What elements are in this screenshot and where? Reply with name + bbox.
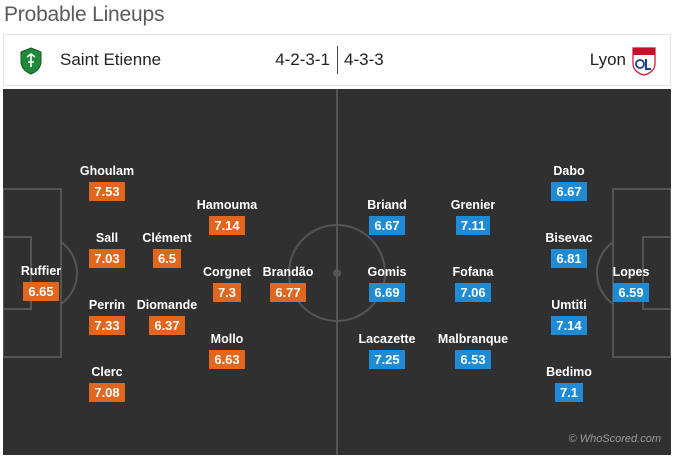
player-rating: 7.53 [89,182,125,201]
player-name: Fofana [452,265,494,279]
home-player[interactable]: Clément 6.5 [117,231,217,268]
formation-divider [337,46,338,74]
away-formation: 4-3-3 [344,50,384,69]
player-name: Corgnet [203,265,251,279]
away-player[interactable]: Bisevac 6.81 [519,231,619,268]
player-name: Bedimo [546,365,592,379]
home-player[interactable]: Diomande 6.37 [117,298,217,335]
player-rating: 6.81 [551,249,587,268]
home-player[interactable]: Ghoulam 7.53 [57,164,157,201]
player-rating: 6.53 [455,350,491,369]
player-name: Lacazette [358,332,416,346]
player-rating: 6.69 [369,283,405,302]
home-player[interactable]: Hamouma 7.14 [177,198,277,235]
pitch-lines [3,89,671,455]
home-player[interactable]: Sall 7.03 [57,231,157,268]
player-name: Lopes [612,265,650,279]
player-rating: 7.33 [89,316,125,335]
saint-etienne-crest-icon [20,47,42,75]
player-name: Clément [142,231,192,245]
player-rating: 7.3 [212,283,242,302]
player-rating: 6.67 [551,182,587,201]
home-player[interactable]: Mollo 6.63 [177,332,277,369]
player-name: Grenier [450,198,496,212]
away-player[interactable]: Gomis 6.69 [337,265,437,302]
player-name: Hamouma [196,198,258,212]
player-rating: 7.14 [209,216,245,235]
player-rating: 7.08 [89,383,125,402]
player-rating: 6.65 [23,282,59,301]
player-rating: 7.25 [369,350,405,369]
player-rating: 6.37 [149,316,185,335]
player-rating: 7.14 [551,316,587,335]
player-rating: 6.59 [613,283,649,302]
away-player[interactable]: Lacazette 7.25 [337,332,437,369]
home-formation: 4-2-3-1 [275,50,330,69]
player-rating: 7.06 [455,283,491,302]
away-player[interactable]: Umtiti 7.14 [519,298,619,335]
player-name: Sall [95,231,119,245]
player-rating: 6.63 [209,350,245,369]
away-player[interactable]: Briand 6.67 [337,198,437,235]
player-name: Perrin [88,298,126,312]
player-name: Brandão [262,265,314,279]
away-player[interactable]: Grenier 7.11 [423,198,523,235]
player-rating: 7.1 [554,383,584,402]
home-player[interactable]: Ruffier 6.65 [3,264,91,301]
lyon-crest-icon [632,47,656,76]
home-player[interactable]: Corgnet 7.3 [177,265,277,302]
away-player[interactable]: Fofana 7.06 [423,265,523,302]
match-header: Saint Etienne 4-2-3-1 4-3-3 Lyon [3,34,671,86]
away-player[interactable]: Lopes 6.59 [581,265,671,302]
away-player[interactable]: Malbranque 6.53 [423,332,523,369]
home-player[interactable]: Clerc 7.08 [57,365,157,402]
player-name: Bisevac [545,231,593,245]
pitch: Ruffier 6.65 Ghoulam 7.53 Sall 7.03 Perr… [3,89,671,455]
player-name: Malbranque [437,332,509,346]
player-rating: 6.77 [270,283,306,302]
home-team-name[interactable]: Saint Etienne [60,50,162,69]
player-name: Mollo [210,332,244,346]
player-name: Ruffier [20,264,62,278]
player-name: Ghoulam [79,164,135,178]
player-rating: 6.67 [369,216,405,235]
player-rating: 7.11 [455,216,491,235]
player-name: Gomis [367,265,407,279]
player-name: Diomande [136,298,198,312]
player-name: Briand [367,198,407,212]
player-name: Clerc [91,365,123,379]
home-player[interactable]: Perrin 7.33 [57,298,157,335]
whoscored-watermark: © WhoScored.com [568,433,661,445]
home-player[interactable]: Brandão 6.77 [238,265,338,302]
player-name: Dabo [553,164,585,178]
away-team-name[interactable]: Lyon [589,50,626,69]
page-title: Probable Lineups [4,3,165,26]
player-rating: 7.03 [89,249,125,268]
player-name: Umtiti [551,298,587,312]
away-player[interactable]: Dabo 6.67 [519,164,619,201]
away-player[interactable]: Bedimo 7.1 [519,365,619,402]
player-rating: 6.5 [152,249,182,268]
